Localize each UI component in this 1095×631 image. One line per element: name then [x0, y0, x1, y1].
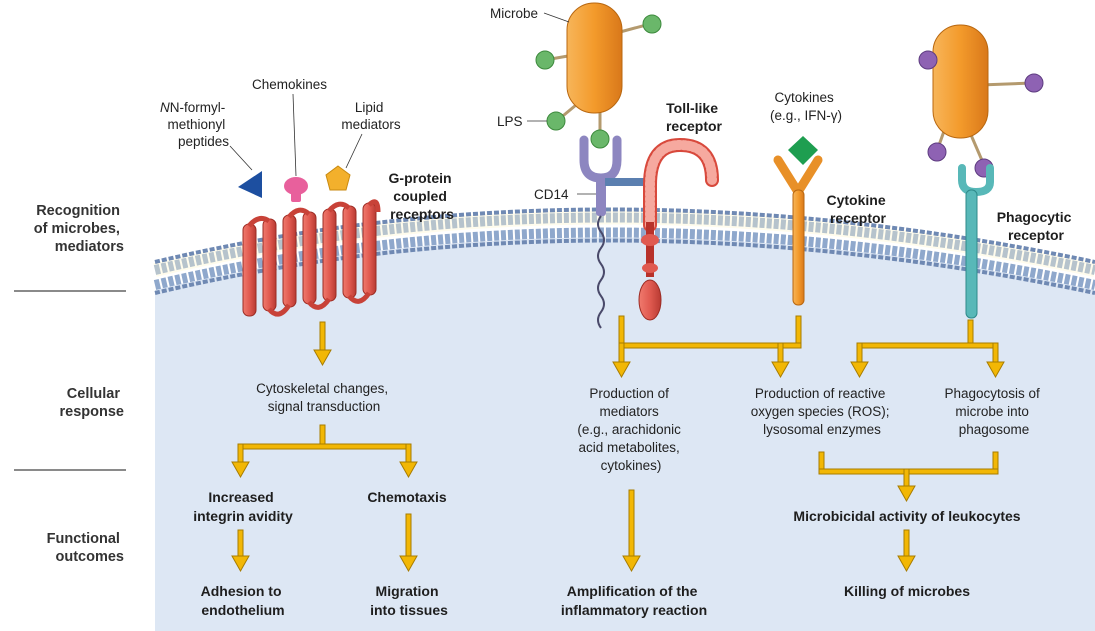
cd14-icon: [579, 135, 645, 329]
outcome-amplification-text: Amplification of the inflammatory reacti…: [561, 583, 707, 618]
chemokines-label: Chemokines: [252, 77, 327, 92]
cell-membrane: [153, 212, 1095, 275]
section-recognition-label: Recognition of microbes, mediators: [34, 203, 124, 255]
toll-like-receptor-icon: [638, 137, 719, 321]
microbe-label: Microbe: [490, 6, 538, 21]
formyl-peptide-triangle-icon: [238, 171, 262, 198]
section-response-label: Cellular response: [60, 386, 124, 420]
cytokine-receptor-icon: [773, 155, 823, 306]
phagocytic-receptor-icon: [958, 164, 994, 319]
microbe-icon: [535, 2, 662, 149]
cytokine-diamond-icon: [788, 136, 818, 165]
phagocytic-receptor-label: Phagocytic receptor: [997, 209, 1076, 243]
outcome-microbicidal-text: Microbicidal activity of leukocytes: [793, 508, 1020, 524]
section-outcomes-label: Functional outcomes: [47, 531, 124, 565]
outcome-killing-text: Killing of microbes: [844, 583, 970, 599]
response-mediators-text: Production of mediators (e.g., arachidon…: [577, 386, 684, 473]
response-ros-text: Production of reactive oxygen species (R…: [751, 386, 894, 437]
cd14-label: CD14: [534, 187, 569, 202]
response-phagocytosis-text: Phagocytosis of microbe into phagosome: [944, 386, 1043, 437]
gpcr-label: G-protein coupled receptors: [389, 170, 456, 222]
outcome-adhesion-text: Adhesion to endothelium: [201, 583, 286, 618]
lipid-mediators-label: Lipid mediators: [341, 100, 401, 132]
toll-like-receptor-label: Toll-like receptor: [666, 100, 723, 134]
outcome-integrin-text: Increased integrin avidity: [193, 489, 293, 524]
outcome-migration-text: Migration into tissues: [370, 583, 448, 618]
chemokine-icon: [284, 177, 308, 202]
signal-arrows: [231, 315, 1005, 573]
response-cytoskeletal-text: Cytoskeletal changes, signal transductio…: [256, 381, 392, 414]
cell-cytoplasm: [155, 237, 1095, 631]
cytokines-label: Cytokines (e.g., IFN-γ): [770, 90, 842, 123]
cytokine-receptor-label: Cytokine receptor: [826, 192, 889, 226]
microbe-2-icon: [918, 24, 1044, 178]
lipid-mediator-pentagon-icon: [325, 165, 351, 191]
gpcr-icon: [242, 199, 381, 317]
outcome-chemotaxis-text: Chemotaxis: [367, 489, 447, 505]
formyl-peptides-label: NN-formyl- methionyl peptides: [160, 100, 229, 149]
lps-label: LPS: [497, 114, 523, 129]
